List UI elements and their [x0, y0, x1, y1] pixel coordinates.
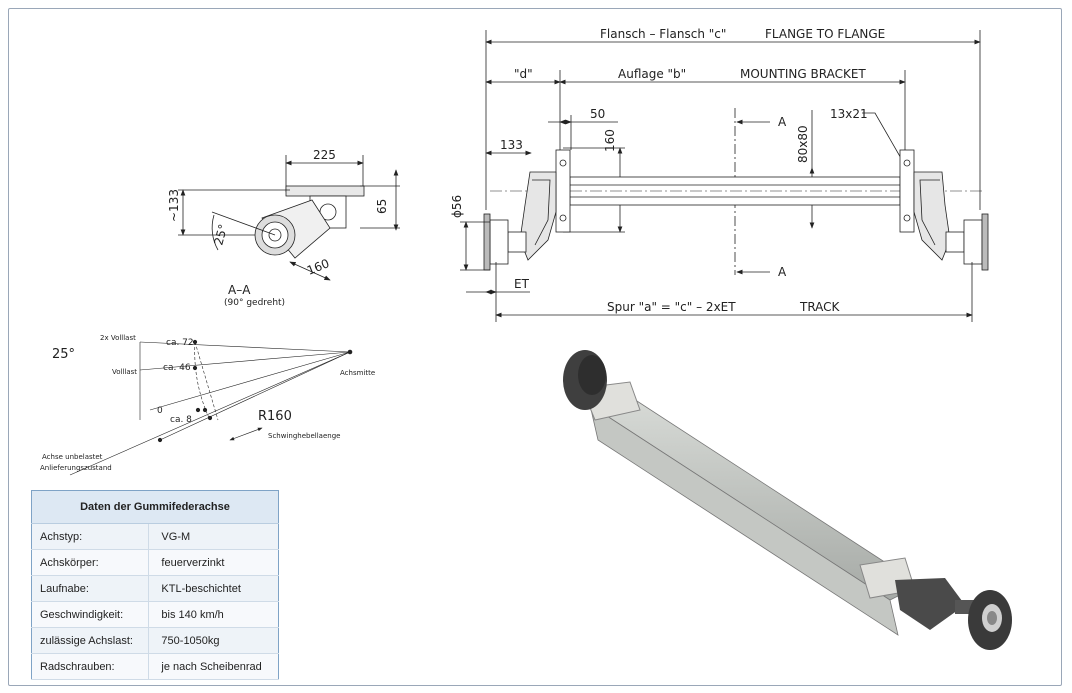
angle-diagram-labels: 25° 2x Volllast Volllast ca. 72 ca. 46 0… — [40, 334, 375, 472]
table-row: Radschrauben: je nach Scheibenrad — [31, 653, 279, 680]
spec-value: KTL-beschichtet — [148, 575, 279, 602]
section-a-bottom: A — [778, 265, 787, 279]
dim-13x21: 13x21 — [830, 107, 868, 121]
spec-label: Achskörper: — [31, 549, 149, 576]
zero-label: 0 — [157, 406, 163, 416]
dim-133-top: 133 — [500, 138, 523, 152]
spec-label: Geschwindigkeit: — [31, 601, 149, 628]
spec-table: Daten der Gummifederachse Achstyp: VG-M … — [31, 490, 279, 680]
axle-3d-render — [563, 350, 1012, 650]
dim-160-section: 160 — [305, 256, 331, 278]
spec-value: VG-M — [148, 523, 279, 550]
full-load-2x-label: 2x Volllast — [100, 334, 136, 342]
table-row: Geschwindigkeit: bis 140 km/h — [31, 601, 279, 628]
top-view-labels: Flansch – Flansch "c" FLANGE TO FLANGE "… — [450, 27, 885, 314]
dim-80x80: 80x80 — [796, 125, 810, 163]
flange-label-de: Flansch – Flansch "c" — [600, 27, 726, 41]
unloaded-label: Achse unbelastet — [42, 453, 103, 461]
axis-center-label: Achsmitte — [340, 369, 375, 377]
dim-133-section: ~133 — [167, 189, 181, 222]
arm-length-label: Schwinghebellaenge — [268, 432, 340, 440]
full-load-label: Volllast — [112, 368, 137, 376]
table-row: Laufnabe: KTL-beschichtet — [31, 575, 279, 602]
dim-225: 225 — [313, 148, 336, 162]
table-row: Achskörper: feuerverzinkt — [31, 549, 279, 576]
table-row: Achstyp: VG-M — [31, 523, 279, 550]
section-view-labels: 225 ~133 65 25° 160 A–A (90° gedreht) — [167, 148, 389, 308]
spec-label: Radschrauben: — [31, 653, 149, 680]
d-label: "d" — [514, 67, 533, 81]
angle-25-section: 25° — [211, 223, 230, 247]
spec-label: Achstyp: — [31, 523, 149, 550]
track-label-en: TRACK — [799, 300, 841, 314]
sheet-border — [8, 8, 1062, 686]
spec-value: bis 140 km/h — [148, 601, 279, 628]
spec-value: 750-1050kg — [148, 627, 279, 654]
section-view-drawing — [178, 155, 400, 281]
top-view-drawing — [460, 30, 989, 322]
spec-label: Laufnabe: — [31, 575, 149, 602]
dim-160-top: 160 — [603, 129, 617, 152]
spec-value: feuerverzinkt — [148, 549, 279, 576]
ca72-label: ca. 72 — [166, 338, 194, 348]
dim-50: 50 — [590, 107, 605, 121]
et-label: ET — [514, 277, 530, 291]
bracket-label-en: MOUNTING BRACKET — [740, 67, 866, 81]
section-subtitle: (90° gedreht) — [224, 298, 285, 308]
dim-phi56: ϕ56 — [450, 195, 464, 218]
radius-label: R160 — [258, 409, 292, 424]
spec-label: zulässige Achslast: — [31, 627, 149, 654]
section-title: A–A — [228, 283, 251, 297]
spec-value: je nach Scheibenrad — [148, 653, 279, 680]
track-label-de: Spur "a" = "c" – 2xET — [607, 300, 736, 314]
ca46-label: ca. 46 — [163, 363, 191, 373]
bracket-label-de: Auflage "b" — [618, 67, 686, 81]
section-a-top: A — [778, 115, 787, 129]
dim-65: 65 — [375, 199, 389, 214]
table-row: zulässige Achslast: 750-1050kg — [31, 627, 279, 654]
flange-label-en: FLANGE TO FLANGE — [765, 27, 885, 41]
angle-25-diagram: 25° — [52, 347, 75, 362]
angle-diagram — [69, 339, 353, 476]
spec-table-title: Daten der Gummifederachse — [31, 490, 279, 524]
delivery-label: Anlieferungszustand — [40, 464, 112, 472]
ca8-label: ca. 8 — [170, 415, 192, 425]
